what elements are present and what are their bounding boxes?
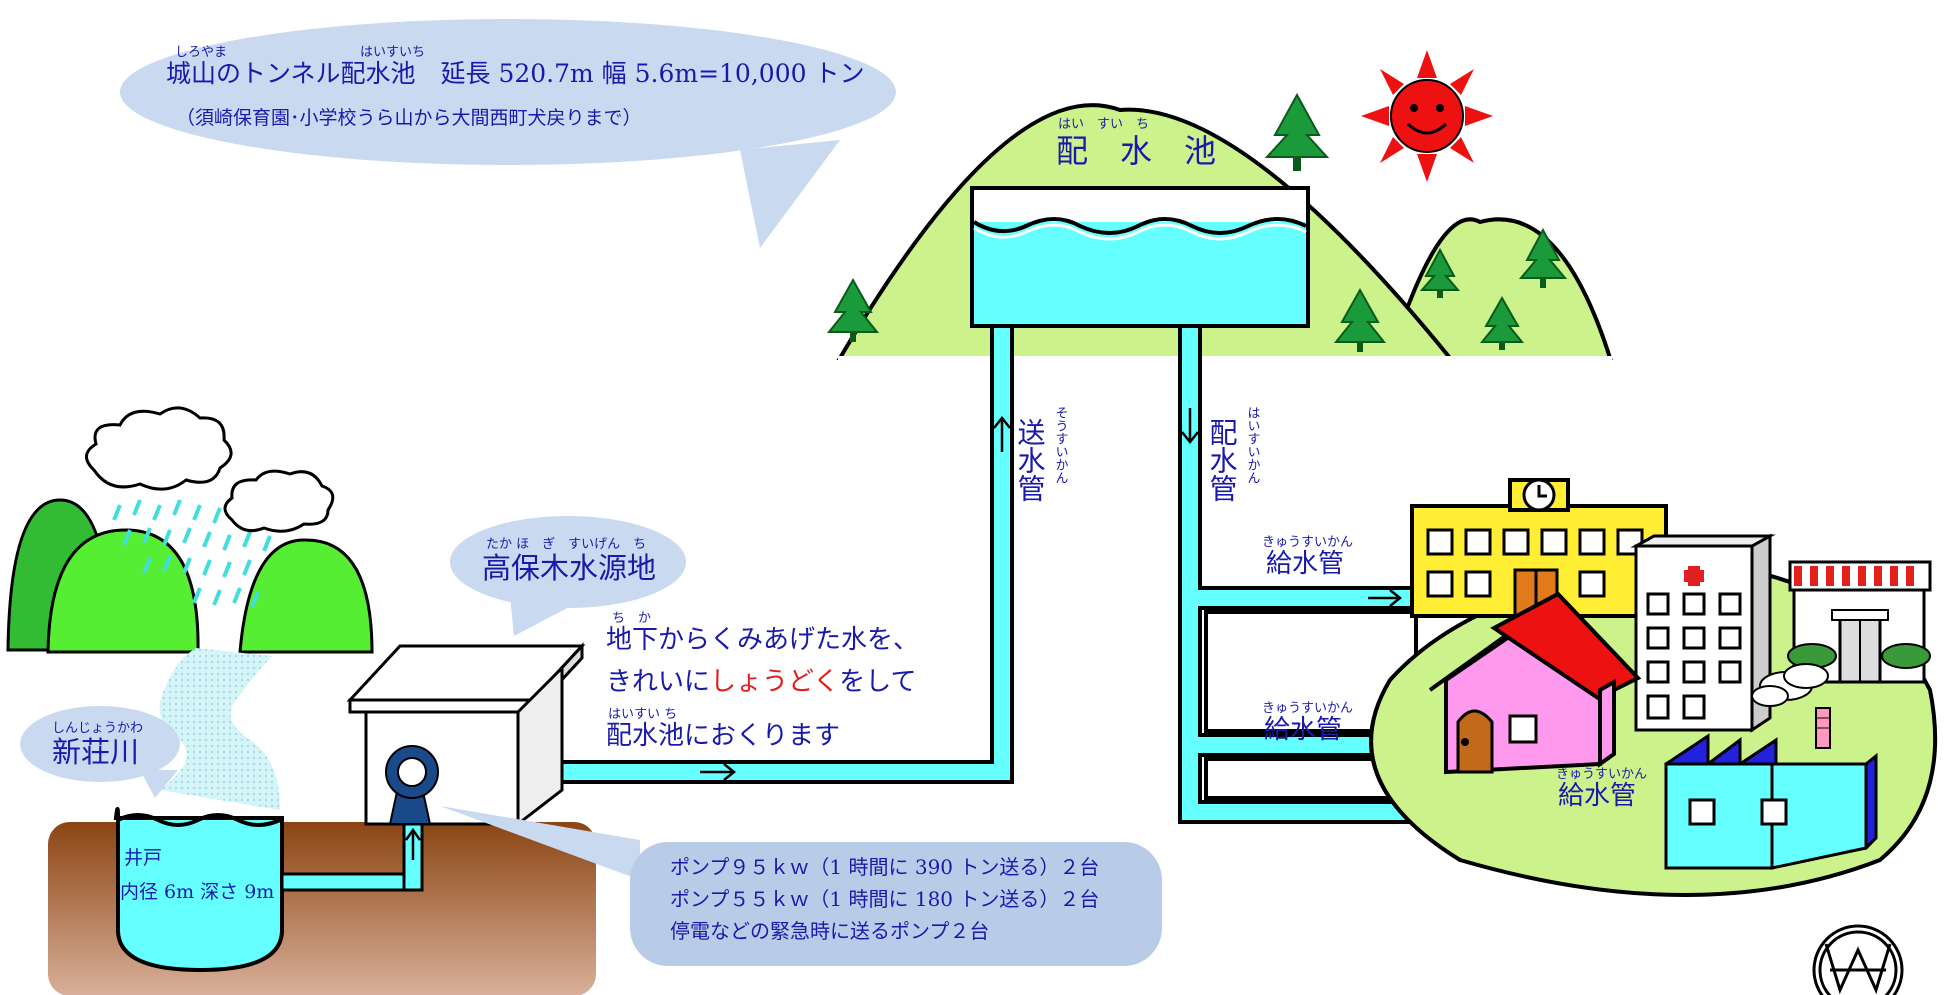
clock-icon: [1522, 478, 1556, 512]
supply-pipe-ruby-1: きゅうすいかん: [1262, 535, 1353, 550]
description-line2-c: をして: [839, 667, 916, 697]
description-ruby-chika: ち か: [612, 611, 651, 626]
rain: [112, 499, 272, 608]
hospital-cross-icon: [1684, 566, 1704, 586]
source-label: 高保木水源地: [482, 551, 656, 585]
supply-pipe-label-3: 給水管: [1558, 781, 1636, 811]
left-hills: [6, 498, 374, 654]
description-ruby-haisuichi: はいすい ち: [608, 707, 677, 722]
house-building: [1428, 591, 1642, 775]
source-label-ruby: たか ほ ぎ すいげん ち: [486, 537, 646, 552]
reservoir-callout-subtitle: （須崎保育園･小学校うら山から大間西町犬戻りまで）: [176, 107, 642, 129]
logo-seal: [1812, 924, 1904, 995]
reservoir-callout: [120, 19, 896, 248]
shop-building: [1787, 560, 1932, 684]
river-callout: [20, 706, 180, 798]
school-building: [1410, 478, 1668, 618]
sun-icon: [1361, 50, 1493, 182]
well-label-2: 内径 6m 深さ 9m: [120, 881, 274, 903]
pump-info-1: ポンプ９５ｋｗ（1 時間に 390 トン送る）２台: [670, 855, 1099, 879]
ruby-haisuichi-top: はいすいち: [360, 45, 425, 60]
river-label-ruby: しんじょうかわ: [52, 721, 143, 736]
supply-pipe-label-2: 給水管: [1264, 715, 1342, 745]
hospital-building: [1630, 533, 1776, 733]
reservoir-label: 配 水 池: [1056, 132, 1216, 170]
pump-callout: [440, 806, 1162, 966]
reservoir-label-ruby: はい すい ち: [1058, 117, 1149, 132]
supply-pipe-ruby-3: きゅうすいかん: [1556, 767, 1647, 782]
send-pipe-label: 送水管 そうすいかん: [1014, 406, 1068, 502]
supply-pipe-label-1: 給水管: [1266, 549, 1344, 579]
well-label-1: 井戸: [124, 847, 162, 869]
description-line2-a: きれいに: [606, 667, 710, 697]
reservoir-callout-title: 城山のトンネル配水池 延長 520.7m 幅 5.6m=10,000 トン: [166, 59, 864, 88]
dist-pipe-label: 配水管 はいすいかん: [1206, 406, 1260, 502]
river-label: 新荘川: [52, 735, 139, 769]
factory-building: [1664, 663, 1878, 870]
cloud-icon-2: [223, 469, 335, 533]
svg-text:配水管: 配水管: [1206, 418, 1239, 502]
svg-text:送水管: 送水管: [1014, 418, 1047, 502]
tree-icons: [826, 92, 1568, 352]
pump-info-3: 停電などの緊急時に送るポンプ２台: [670, 919, 989, 943]
river: [159, 648, 280, 810]
supply-pipe-ruby-2: きゅうすいかん: [1262, 701, 1353, 716]
description-line2: きれいにしょうどくをして: [606, 667, 916, 697]
cloud-icon: [85, 406, 233, 491]
well: [113, 807, 424, 973]
svg-text:そうすいかん: そうすいかん: [1053, 406, 1068, 484]
description-line2-b: しょうどく: [710, 667, 839, 697]
pump-house: [346, 642, 586, 828]
description-line1: 地下からくみあげた水を、: [606, 625, 919, 655]
description-line3: 配水池におくります: [606, 721, 840, 751]
ruby-shiroyama: しろやま: [175, 45, 227, 60]
svg-text:はいすいかん: はいすいかん: [1245, 406, 1260, 484]
pump-info-2: ポンプ５５ｋｗ（1 時間に 180 トン送る）２台: [670, 887, 1099, 911]
pipe-interior-fix: [1182, 328, 1198, 820]
source-callout: [450, 516, 686, 636]
reservoir-tank: [970, 186, 1310, 328]
pump-icon: [385, 745, 439, 825]
